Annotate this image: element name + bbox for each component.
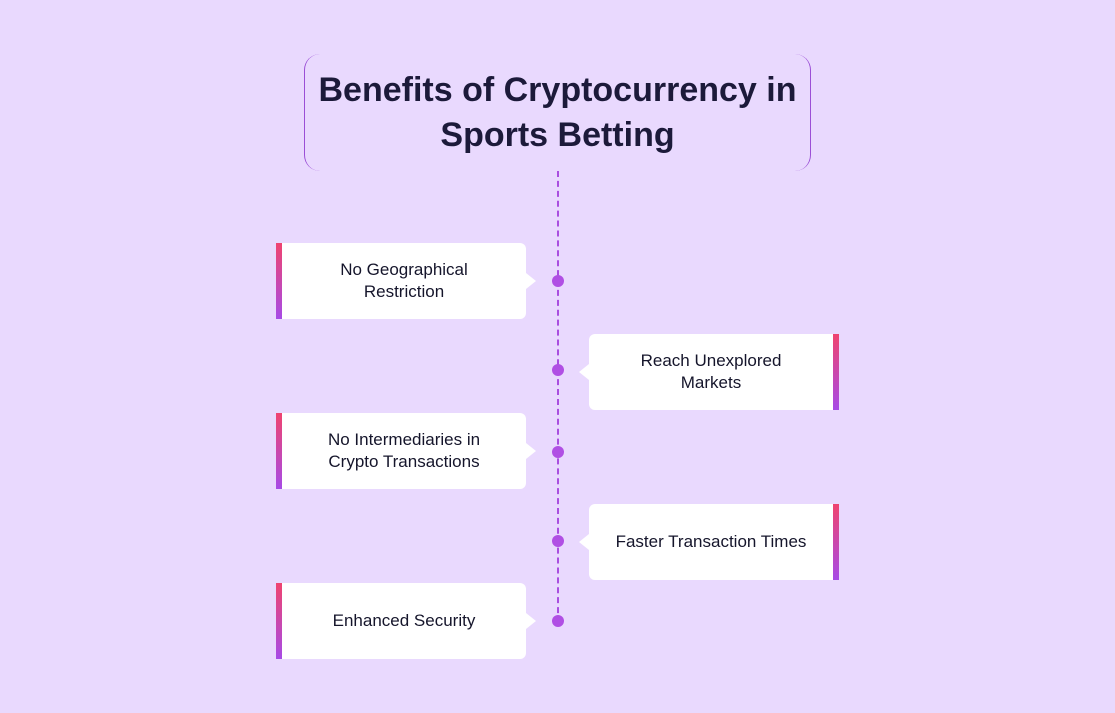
benefit-card-geographical: No Geographical Restriction (276, 243, 536, 319)
timeline-dot (552, 615, 564, 627)
benefit-card-markets: Reach Unexplored Markets (579, 334, 839, 410)
title-frame (304, 54, 811, 171)
benefit-label: No Intermediaries in Crypto Transactions (327, 430, 481, 471)
timeline-dot (552, 446, 564, 458)
benefit-card-security: Enhanced Security (276, 583, 536, 659)
benefit-label: Reach Unexplored Markets (640, 351, 782, 392)
timeline-dot (552, 364, 564, 376)
benefit-label: Enhanced Security (332, 611, 476, 630)
benefit-label: No Geographical Restriction (340, 260, 468, 301)
benefit-label: Faster Transaction Times (615, 532, 807, 551)
timeline-line (557, 171, 559, 623)
benefit-card-intermediaries: No Intermediaries in Crypto Transactions (276, 413, 536, 489)
timeline-dot (552, 275, 564, 287)
benefit-card-transaction-times: Faster Transaction Times (579, 504, 839, 580)
timeline-dot (552, 535, 564, 547)
diagram-title: Benefits of Cryptocurrency in Sports Bet… (318, 71, 797, 154)
